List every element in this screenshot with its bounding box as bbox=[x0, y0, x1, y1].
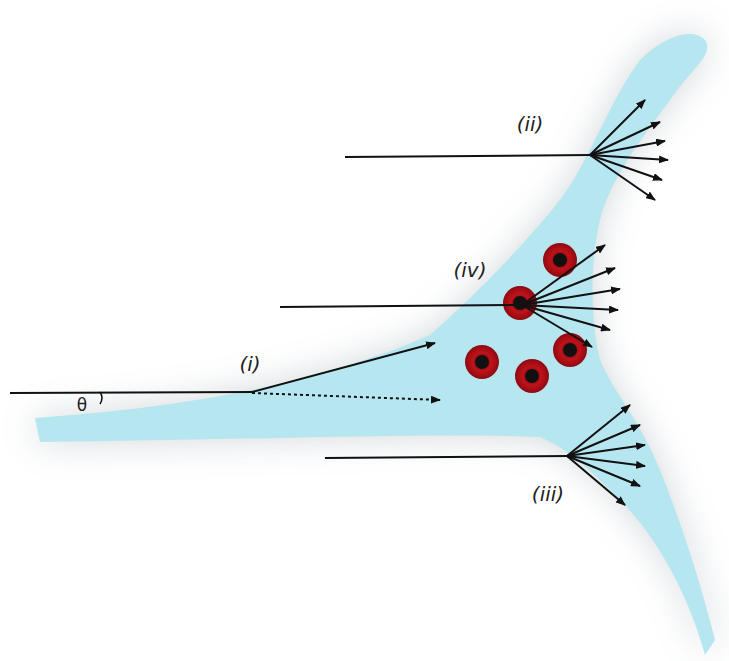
cell-body bbox=[35, 34, 715, 655]
case-label: (iv) bbox=[454, 260, 487, 280]
rays bbox=[10, 100, 668, 505]
case-label: (ii) bbox=[517, 114, 544, 134]
angle-symbol: θ bbox=[77, 397, 87, 414]
case-label: (iii) bbox=[532, 484, 564, 504]
cell-glow bbox=[35, 34, 715, 655]
case-label: (i) bbox=[239, 354, 260, 374]
